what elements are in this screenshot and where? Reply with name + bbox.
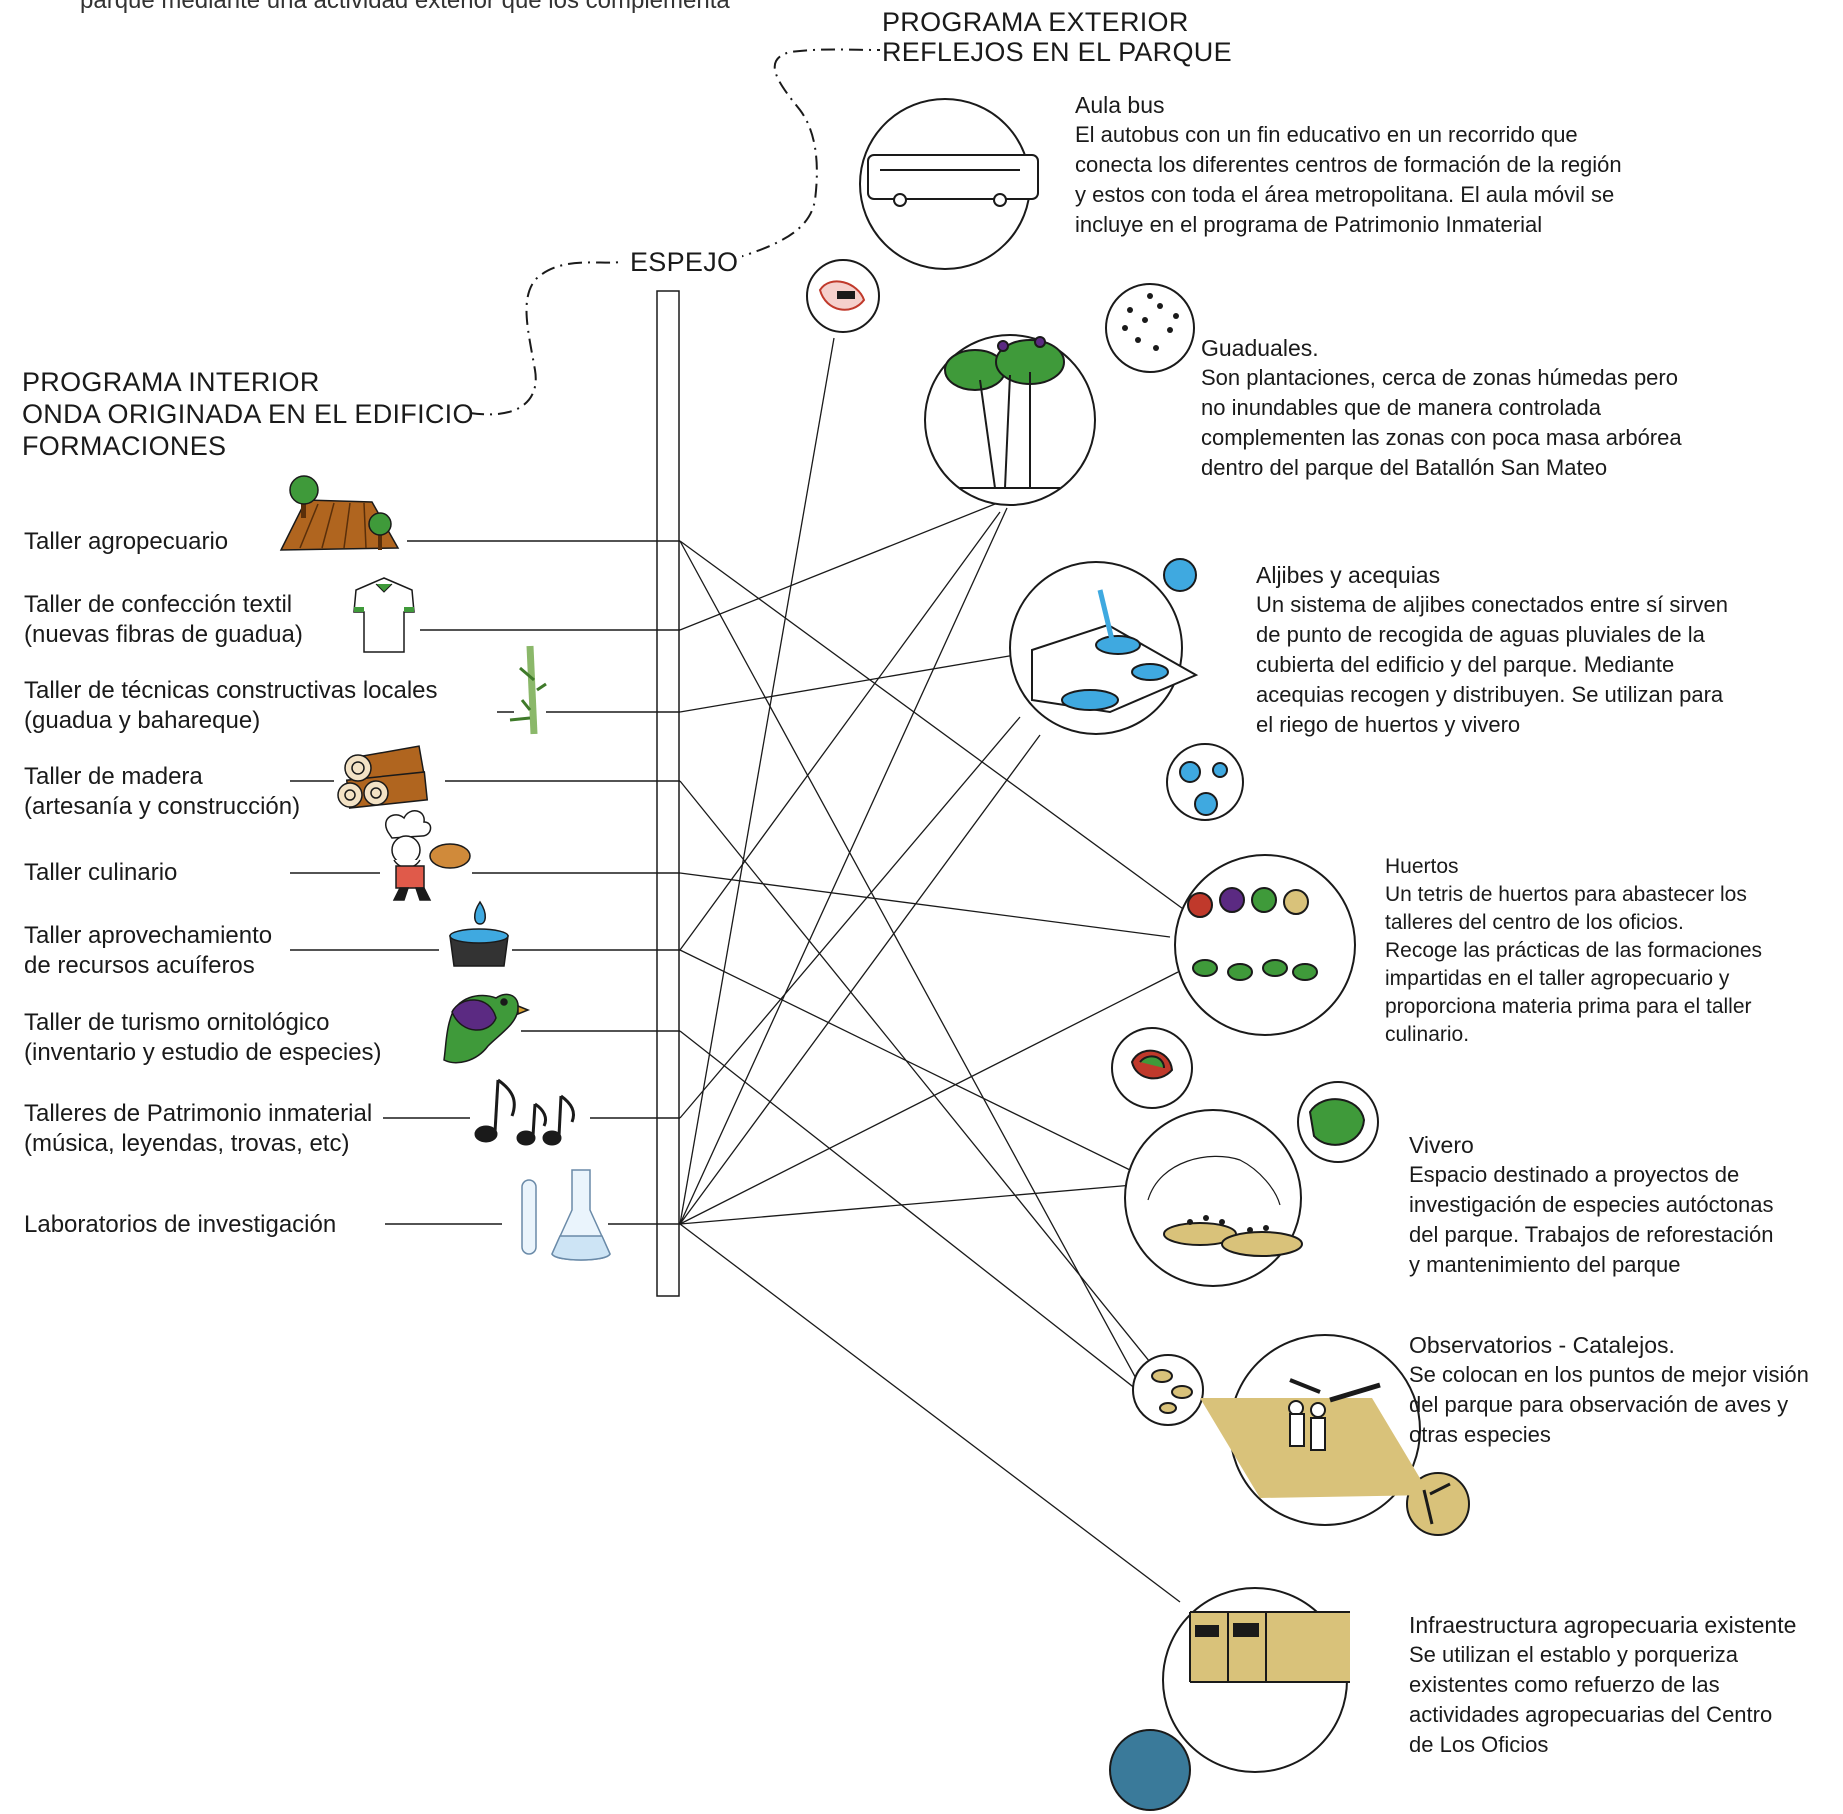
- reflejo-line: Un sistema de aljibes conectados entre s…: [1256, 592, 1729, 617]
- taller-sublabel: (música, leyendas, trovas, etc): [24, 1130, 350, 1157]
- reflejo-line: investigación de especies autóctonas: [1409, 1192, 1774, 1217]
- observatorios-bubble: [1132, 1334, 1470, 1536]
- reflejo-line: complementen las zonas con poca masa arb…: [1201, 425, 1682, 450]
- reflejo-line: actividades agropecuarias del Centro: [1409, 1702, 1773, 1727]
- bamboo-icon: [509, 645, 547, 735]
- mirror-bar: [656, 290, 680, 1297]
- guaduales-description: Guaduales. Son plantaciones, cerca de zo…: [1201, 333, 1682, 483]
- water-pot-icon: [449, 900, 509, 967]
- reflejo-line: el riego de huertos y vivero: [1256, 712, 1521, 737]
- taller-label: Laboratorios de investigación: [24, 1211, 337, 1238]
- taller-label: Taller de turismo ornitológico: [24, 1009, 330, 1036]
- reflejo-line: de punto de recogida de aguas pluviales …: [1256, 622, 1705, 647]
- taller-sublabel: de recursos acuíferos: [24, 952, 255, 979]
- interior-heading: PROGRAMA INTERIOR: [22, 367, 320, 397]
- top-fragment-text: parque mediante una actividad exterior q…: [80, 0, 730, 14]
- reflejo-line: no inundables que de manera controlada: [1201, 395, 1601, 420]
- left-connectors: [290, 540, 680, 1225]
- bird-icon: [443, 993, 531, 1064]
- exterior-heading: PROGRAMA EXTERIOR: [882, 7, 1189, 37]
- taller-sublabel: (inventario y estudio de especies): [24, 1039, 382, 1066]
- cross-connectors: [679, 337, 1191, 1603]
- reflejo-title: Infraestructura agropecuaria existente: [1409, 1612, 1797, 1638]
- reflejo-line: culinario.: [1385, 1023, 1470, 1046]
- reflejo-line: Se colocan en los puntos de mejor visión: [1409, 1362, 1809, 1387]
- vivero-description: Vivero Espacio destinado a proyectos de …: [1409, 1130, 1773, 1280]
- reflejo-line: cubierta del edificio y del parque. Medi…: [1256, 652, 1675, 677]
- reflejo-title: Aula bus: [1075, 92, 1165, 118]
- huertos-bubble: [1111, 854, 1356, 1109]
- taller-label: Taller de técnicas constructivas locales: [24, 677, 438, 704]
- aula-bus-description: Aula bus El autobus con un fin educativo…: [1075, 90, 1622, 240]
- reflejo-line: acequias recogen y distribuyen. Se utili…: [1256, 682, 1724, 707]
- aljibes-description: Aljibes y acequias Un sistema de aljibes…: [1256, 560, 1728, 740]
- reflejo-line: Espacio destinado a proyectos de: [1409, 1162, 1740, 1187]
- reflejo-line: dentro del parque del Batallón San Mateo: [1201, 455, 1608, 480]
- reflejo-line: otras especies: [1409, 1422, 1551, 1447]
- interior-subheading: ONDA ORIGINADA EN EL EDIFICIO: [22, 399, 474, 429]
- reflejo-line: incluye en el programa de Patrimonio Inm…: [1075, 212, 1543, 237]
- taller-sublabel: (nuevas fibras de guadua): [24, 621, 303, 648]
- observatorios-description: Observatorios - Catalejos. Se colocan en…: [1409, 1330, 1809, 1450]
- field-icon: [279, 475, 400, 551]
- wave-path-upper: [729, 48, 881, 261]
- reflejo-title: Huertos: [1385, 855, 1459, 878]
- taller-label: Taller culinario: [24, 859, 178, 886]
- exterior-subheading: REFLEJOS EN EL PARQUE: [882, 37, 1232, 67]
- reflejo-line: Un tetris de huertos para abastecer los: [1385, 883, 1747, 906]
- taller-label: Taller agropecuario: [24, 528, 229, 555]
- wave-path: [469, 261, 621, 416]
- taller-sublabel: (guadua y bahareque): [24, 707, 261, 734]
- reflejo-line: de Los Oficios: [1409, 1732, 1549, 1757]
- infraestructura-description: Infraestructura agropecuaria existente S…: [1409, 1610, 1796, 1760]
- reflejo-line: proporciona materia prima para el taller: [1385, 995, 1752, 1018]
- reflejo-title: Observatorios - Catalejos.: [1409, 1332, 1675, 1358]
- reflejo-line: El autobus con un fin educativo en un re…: [1075, 122, 1578, 147]
- guaduales-bubble: [924, 283, 1195, 506]
- shirt-icon: [353, 577, 415, 653]
- reflejo-line: y mantenimiento del parque: [1409, 1252, 1681, 1277]
- reflejo-title: Aljibes y acequias: [1256, 562, 1441, 588]
- interior-formaciones: FORMACIONES: [22, 431, 227, 461]
- taller-label: Talleres de Patrimonio inmaterial: [24, 1100, 373, 1127]
- vivero-bubble: [1124, 1081, 1379, 1287]
- reflejo-line: talleres del centro de los oficios.: [1385, 911, 1684, 934]
- reflejo-line: y estos con toda el área metropolitana. …: [1075, 182, 1615, 207]
- reflejo-line: Son plantaciones, cerca de zonas húmedas…: [1201, 365, 1678, 390]
- reflejo-line: Se utilizan el establo y porqueriza: [1409, 1642, 1738, 1667]
- infraestructura-bubble: [1109, 1587, 1350, 1811]
- taller-sublabel: (artesanía y construcción): [24, 793, 301, 820]
- chef-icon: [385, 810, 471, 901]
- reflejo-line: del parque para observación de aves y: [1409, 1392, 1789, 1417]
- huertos-description: Huertos Un tetris de huertos para abaste…: [1385, 853, 1762, 1049]
- logs-icon: [337, 745, 429, 809]
- aula-bus-bubble: [806, 98, 1039, 333]
- mirror-label: ESPEJO: [626, 246, 743, 279]
- taller-label: Taller de confección textil: [24, 591, 293, 618]
- reflejo-title: Vivero: [1409, 1132, 1474, 1158]
- reflejo-line: del parque. Trabajos de reforestación: [1409, 1222, 1774, 1247]
- aljibes-bubble: [1009, 558, 1244, 821]
- taller-label: Taller de madera: [24, 763, 203, 790]
- reflejo-line: impartidas en el taller agropecuario y: [1385, 967, 1730, 990]
- reflejo-line: conecta los diferentes centros de formac…: [1075, 152, 1622, 177]
- reflejo-line: Recoge las prácticas de las formaciones: [1385, 939, 1763, 962]
- taller-label: Taller aprovechamiento: [24, 922, 273, 949]
- reflejo-line: existentes como refuerzo de las: [1409, 1672, 1720, 1697]
- lab-flask-icon: [521, 1169, 611, 1261]
- reflejo-title: Guaduales.: [1201, 335, 1319, 361]
- music-notes-icon: [474, 1078, 576, 1146]
